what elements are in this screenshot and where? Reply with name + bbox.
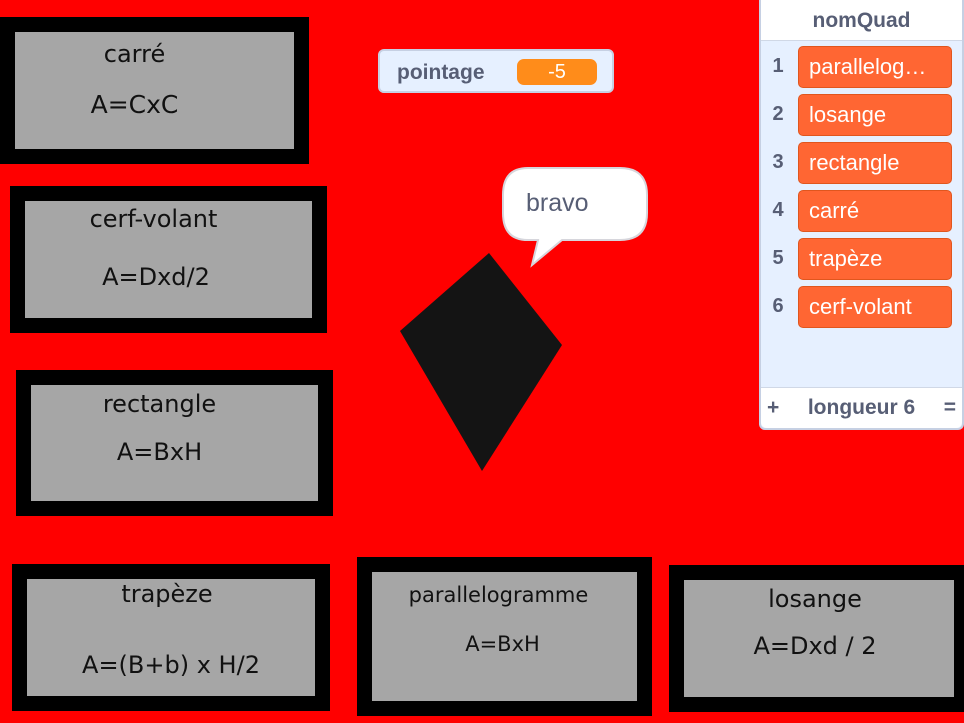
list-item-index: 1	[772, 55, 784, 77]
score-monitor: pointage -5	[378, 49, 614, 93]
list-item[interactable]: 2 losange	[761, 94, 961, 136]
card-parallelogramme[interactable]: parallelogramme A=BxH	[357, 557, 652, 716]
card-carre[interactable]: carré A=CxC	[0, 17, 309, 164]
card-trapeze[interactable]: trapèze A=(B+b) x H/2	[12, 564, 330, 711]
speech-bubble-text: bravo	[526, 189, 589, 217]
kite-shape-icon[interactable]	[398, 251, 564, 473]
list-footer: + longueur 6 =	[761, 387, 962, 428]
list-item-value[interactable]: cerf-volant	[798, 286, 952, 328]
list-item-index: 6	[772, 295, 784, 317]
list-item[interactable]: 3 rectangle	[761, 142, 961, 184]
speech-bubble: bravo	[500, 165, 660, 275]
list-item-index: 5	[772, 247, 784, 269]
card-losange[interactable]: losange A=Dxd / 2	[669, 565, 964, 712]
list-item[interactable]: 1 parallelog…	[761, 46, 961, 88]
card-formula: A=Dxd/2	[102, 263, 210, 291]
card-name: rectangle	[102, 390, 217, 418]
card-name: trapèze	[121, 580, 213, 608]
list-item-value[interactable]: parallelog…	[798, 46, 952, 88]
list-item-value[interactable]: carré	[798, 190, 952, 232]
score-label: pointage	[397, 61, 485, 84]
add-item-button[interactable]: +	[767, 396, 780, 419]
list-title: nomQuad	[761, 0, 962, 41]
list-item-value[interactable]: rectangle	[798, 142, 952, 184]
card-name: losange	[768, 585, 862, 613]
list-length: longueur 6	[807, 396, 916, 419]
resize-handle[interactable]: =	[943, 396, 956, 419]
list-item[interactable]: 4 carré	[761, 190, 961, 232]
card-name: parallelogramme	[408, 583, 589, 607]
list-item[interactable]: 6 cerf-volant	[761, 286, 961, 328]
list-item-value[interactable]: losange	[798, 94, 952, 136]
list-item-value[interactable]: trapèze	[798, 238, 952, 280]
list-item-index: 2	[772, 103, 784, 125]
card-formula: A=CxC	[90, 90, 179, 119]
card-formula: A=BxH	[465, 632, 540, 656]
speech-bubble-shape	[502, 167, 648, 268]
card-name: cerf-volant	[89, 205, 218, 233]
card-cerf-volant[interactable]: cerf-volant A=Dxd/2	[10, 186, 327, 333]
list-item-index: 4	[772, 199, 784, 221]
card-rectangle[interactable]: rectangle A=BxH	[16, 370, 333, 516]
list-item-index: 3	[772, 151, 784, 173]
card-name: carré	[103, 40, 166, 68]
card-formula: A=(B+b) x H/2	[82, 651, 260, 679]
card-formula: A=Dxd / 2	[753, 632, 877, 660]
score-value: -5	[517, 59, 597, 85]
list-monitor-nomquad: nomQuad 1 parallelog… 2 losange 3 rectan…	[759, 0, 964, 430]
list-item[interactable]: 5 trapèze	[761, 238, 961, 280]
card-formula: A=BxH	[116, 438, 203, 466]
